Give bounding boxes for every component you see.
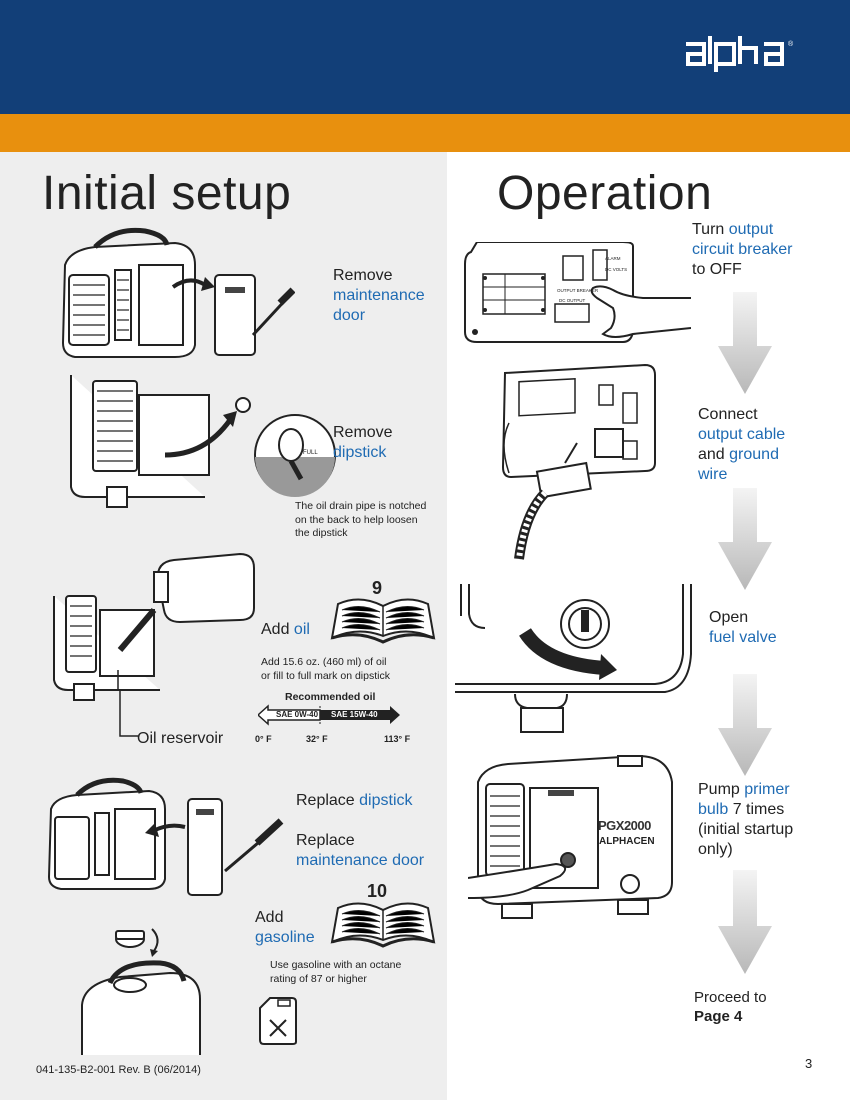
add-oil-illustration [53, 552, 255, 701]
oil-temperature-chart [258, 704, 400, 726]
alpha-logo: ® [686, 36, 794, 72]
open-fuel-valve-label: Open fuel valve [709, 609, 777, 646]
dc-volts-label: DC VOLTS [605, 267, 628, 272]
replace-dipstick-label: Replace dipstick [296, 792, 413, 809]
generator-brand: ALPHACEN [599, 836, 655, 847]
oil-reservoir-label: Oil reservoir [137, 730, 224, 747]
turn-off-breaker-label: Turn output circuit breaker to OFF [692, 221, 793, 278]
dc-output-label: DC OUTPUT [559, 298, 586, 303]
fuel-valve-illustration [455, 584, 692, 733]
gasoline-note: Use gasoline with an octane rating of 87… [270, 959, 402, 985]
flow-arrow-2 [718, 488, 772, 590]
primer-bulb-illustration [468, 754, 673, 919]
temp-mid: 32° F [306, 734, 328, 744]
document-number: 041-135-B2-001 Rev. B (06/2014) [36, 1064, 201, 1076]
remove-door-label: Remove maintenance door [333, 267, 425, 324]
gasoline-page-ref: 10 [367, 881, 388, 901]
replace-door-label: Replace maintenance door [296, 832, 425, 869]
flow-arrow-4 [718, 870, 772, 974]
recommended-oil-title: Recommended oil [285, 691, 376, 703]
dipstick-note: The oil drain pipe is notched on the bac… [295, 500, 427, 539]
output-breaker-label: OUTPUT BREAKER [557, 288, 599, 293]
header-accent-band [0, 114, 850, 152]
temp-low: 0° F [255, 734, 272, 744]
operation-title: Operation [497, 167, 713, 220]
generator-model: PGX2000 [598, 818, 651, 833]
oil-grade-low: SAE 0W-40 [276, 710, 319, 719]
control-panel-breaker-illustration [464, 242, 691, 343]
gas-can-icon [259, 997, 297, 1045]
add-oil-note: Add 15.6 oz. (460 ml) of oil or fill to … [261, 656, 390, 682]
manual-book-icon [330, 598, 436, 644]
remove-door-illustration [61, 227, 295, 358]
flow-arrow-1 [718, 292, 772, 394]
page-number: 3 [805, 1056, 813, 1071]
remove-dipstick-label: Remove dipstick [333, 424, 393, 461]
connect-cable-label: Connect output cable and ground wire [698, 406, 786, 483]
dipstick-full-mark: FULL [303, 450, 318, 456]
replace-door-illustration [47, 777, 284, 896]
alarm-label: ALARM [605, 256, 621, 261]
remove-dipstick-illustration [70, 375, 336, 508]
svg-text:®: ® [788, 40, 794, 48]
initial-setup-title: Initial setup [42, 167, 292, 220]
add-gasoline-illustration [81, 928, 201, 1055]
oil-grade-high: SAE 15W-40 [331, 710, 378, 719]
pump-primer-label: Pump primer bulb 7 times (initial startu… [698, 781, 794, 858]
connect-cable-illustration [501, 363, 656, 560]
oil-reservoir-leader [119, 690, 138, 737]
flow-arrow-3 [718, 674, 772, 776]
temp-high: 113° F [384, 734, 411, 744]
manual-book-icon-gasoline [330, 902, 436, 948]
add-gasoline-label: Add gasoline [255, 909, 315, 946]
proceed-label: Proceed to Page 4 [694, 989, 767, 1025]
add-oil-label: Add oil [261, 621, 310, 638]
oil-page-ref: 9 [372, 578, 383, 598]
